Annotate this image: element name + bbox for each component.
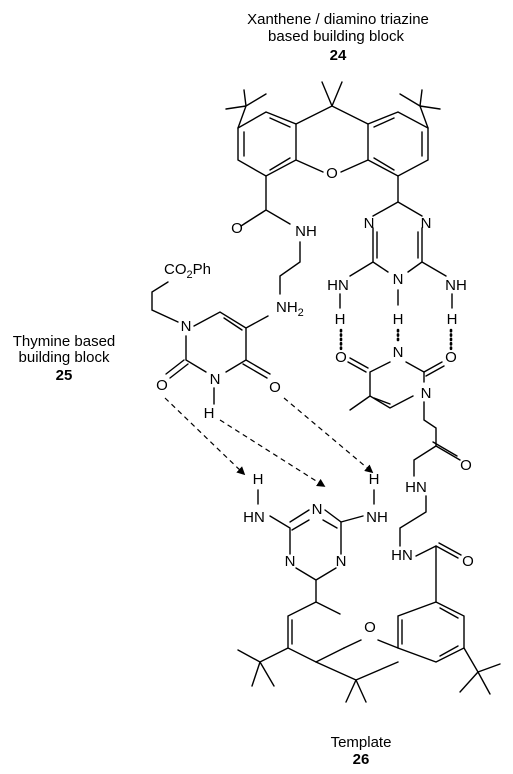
- thymine-bound: O N O N: [335, 344, 457, 447]
- caption-25-line1: Thymine based: [13, 333, 116, 350]
- caption-24-line1: Xanthene / diamino triazine: [247, 11, 429, 28]
- atom-N-tri24-b: N: [421, 215, 432, 232]
- atom-N-tri26-right: N: [336, 553, 347, 570]
- caption-26-number: 26: [353, 751, 370, 768]
- caption-24: Xanthene / diamino triazine based buildi…: [247, 11, 429, 64]
- h-bonds-upper: [339, 328, 453, 354]
- atom-H-26-left: H: [253, 471, 264, 488]
- atom-H-24-right: H: [447, 311, 458, 328]
- atom-N-tb1: N: [421, 385, 432, 402]
- atom-H-26-right: H: [369, 471, 380, 488]
- atom-NH-tri26-right: NH: [366, 509, 388, 526]
- atom-N-tri24-a: N: [364, 215, 375, 232]
- thymine-25: CO2Ph N O N O H: [151, 261, 281, 422]
- atom-H-t25: H: [204, 405, 215, 422]
- atom-HN-tri26-left: HN: [243, 509, 265, 526]
- atom-CO2Ph: CO2Ph: [164, 261, 211, 281]
- atom-HN-linker: HN: [405, 479, 427, 496]
- atom-N-tb3: N: [393, 344, 404, 361]
- caption-25-number: 25: [56, 367, 73, 384]
- caption-25: Thymine based building block 25: [13, 333, 116, 384]
- caption-24-number: 24: [330, 47, 347, 64]
- atom-O-xanthene26: O: [364, 619, 376, 636]
- atom-O-tb-right: O: [445, 349, 457, 366]
- atom-O-linker: O: [460, 457, 472, 474]
- atom-NH-amide24: NH: [295, 223, 317, 240]
- atom-N-t25-3: N: [210, 371, 221, 388]
- caption-26: Template 26: [331, 734, 392, 768]
- atom-O-amide26: O: [462, 553, 474, 570]
- atom-N-tri24-c: N: [393, 271, 404, 288]
- atom-O-t25-right: O: [269, 379, 281, 396]
- atom-H-24-mid: H: [393, 311, 404, 328]
- atom-O-amide24: O: [231, 220, 243, 237]
- atom-HN-amide26: HN: [391, 547, 413, 564]
- atom-O-xanthene24: O: [326, 165, 338, 182]
- atom-N-tri26-left: N: [285, 553, 296, 570]
- caption-25-line2: building block: [19, 349, 110, 366]
- recognition-arrows: [164, 397, 374, 487]
- caption-24-line2: based building block: [268, 28, 404, 45]
- atom-O-tb-left: O: [335, 349, 347, 366]
- atom-N-t25-1: N: [181, 318, 192, 335]
- atom-NH-tri24-right: NH: [445, 277, 467, 294]
- atom-N-tri26-top: N: [312, 501, 323, 518]
- caption-26-line1: Template: [331, 734, 392, 751]
- atom-NH2-24: NH2: [276, 299, 304, 319]
- template-26: H H HN NH N N N O: [237, 471, 501, 703]
- atom-O-t25-left: O: [156, 377, 168, 394]
- xanthene-24: O O NH NH2 N N N HN NH H H H: [225, 81, 467, 328]
- atom-HN-tri24-left: HN: [327, 277, 349, 294]
- atom-H-24-left: H: [335, 311, 346, 328]
- template-linker: O HN HN O: [391, 441, 474, 603]
